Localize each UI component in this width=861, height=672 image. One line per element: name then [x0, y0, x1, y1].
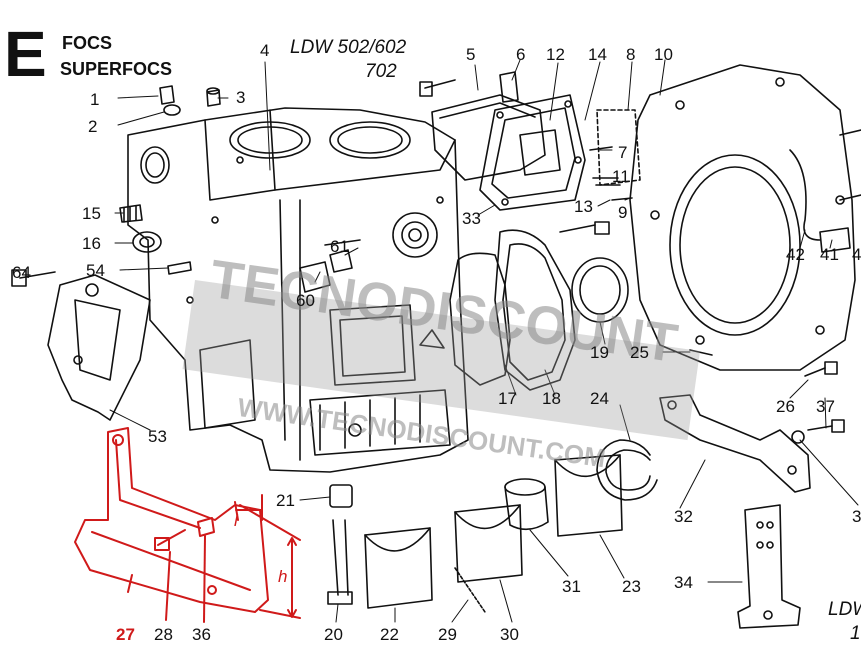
callout-31: 31	[562, 577, 581, 596]
callout-5: 5	[466, 45, 476, 64]
callout-21: 21	[276, 491, 295, 510]
callout-34: 34	[674, 573, 693, 592]
dimension-h-label: h	[278, 567, 288, 586]
callout-41: 41	[820, 245, 839, 264]
callout-23: 23	[622, 577, 641, 596]
plug-parts	[299, 239, 361, 293]
bolts-right	[689, 349, 845, 444]
cover-assembly	[419, 71, 586, 211]
callout-13: 13	[574, 197, 593, 216]
callout-12: 12	[546, 45, 565, 64]
bracket-32	[659, 394, 811, 493]
callout-64: 64	[12, 263, 31, 282]
callout-17: 17	[498, 389, 517, 408]
callout-16: 16	[82, 234, 101, 253]
callout-14: 14	[588, 45, 607, 64]
callout-1: 1	[90, 90, 100, 109]
callout-edge-4: 4	[852, 245, 861, 264]
small-hardware	[119, 85, 221, 275]
engine-model-corner-2: 1	[850, 623, 861, 644]
callout-6: 6	[516, 45, 526, 64]
bracket-53	[11, 269, 151, 421]
dimension-l-label: l	[234, 511, 238, 530]
callout-20: 20	[324, 625, 343, 644]
callout-2: 2	[88, 117, 98, 136]
circlip-24	[596, 439, 658, 501]
callout-28: 28	[154, 625, 173, 644]
callout-edge-3: 3	[852, 507, 861, 526]
callout-15: 15	[82, 204, 101, 223]
callout-18: 18	[542, 389, 561, 408]
sensor-parts	[789, 149, 851, 253]
engine-model-corner: LDW	[828, 599, 861, 620]
callout-9: 9	[618, 203, 628, 222]
gaskets-and-seals	[449, 229, 629, 391]
callout-54: 54	[86, 261, 105, 280]
model-name-superfocs: SUPERFOCS	[60, 59, 173, 79]
callout-19: 19	[590, 343, 609, 362]
callout-22: 22	[380, 625, 399, 644]
callout-37: 37	[816, 397, 835, 416]
callout-11: 11	[612, 167, 630, 186]
callout-60: 60	[296, 291, 315, 310]
callout-10: 10	[654, 45, 673, 64]
bearing-caps	[364, 454, 623, 609]
highlighted-bracket-27	[74, 427, 301, 623]
callout-24: 24	[590, 389, 609, 408]
engine-block	[127, 107, 469, 473]
callout-25: 25	[630, 343, 649, 362]
callout-27: 27	[116, 625, 135, 644]
flywheel-housing	[629, 64, 861, 371]
callout-32: 32	[674, 507, 693, 526]
model-name-focs: FOCS	[62, 33, 113, 53]
callout-29: 29	[438, 625, 457, 644]
bracket-34	[737, 504, 801, 629]
callout-36: 36	[192, 625, 211, 644]
engine-model-ldw: LDW 502/602	[290, 37, 407, 58]
callout-53: 53	[148, 427, 167, 446]
callout-8: 8	[626, 45, 636, 64]
callout-61: 61	[330, 237, 349, 256]
callout-4: 4	[260, 41, 270, 60]
callout-3: 3	[236, 88, 246, 107]
rod-and-bush	[327, 484, 486, 613]
callout-33: 33	[462, 209, 481, 228]
engine-model-702: 702	[365, 61, 397, 82]
section-letter: E	[4, 18, 47, 90]
callout-7: 7	[618, 143, 628, 162]
leader-lines	[109, 59, 859, 623]
callout-26: 26	[776, 397, 795, 416]
callout-30: 30	[500, 625, 519, 644]
callout-42: 42	[786, 245, 805, 264]
